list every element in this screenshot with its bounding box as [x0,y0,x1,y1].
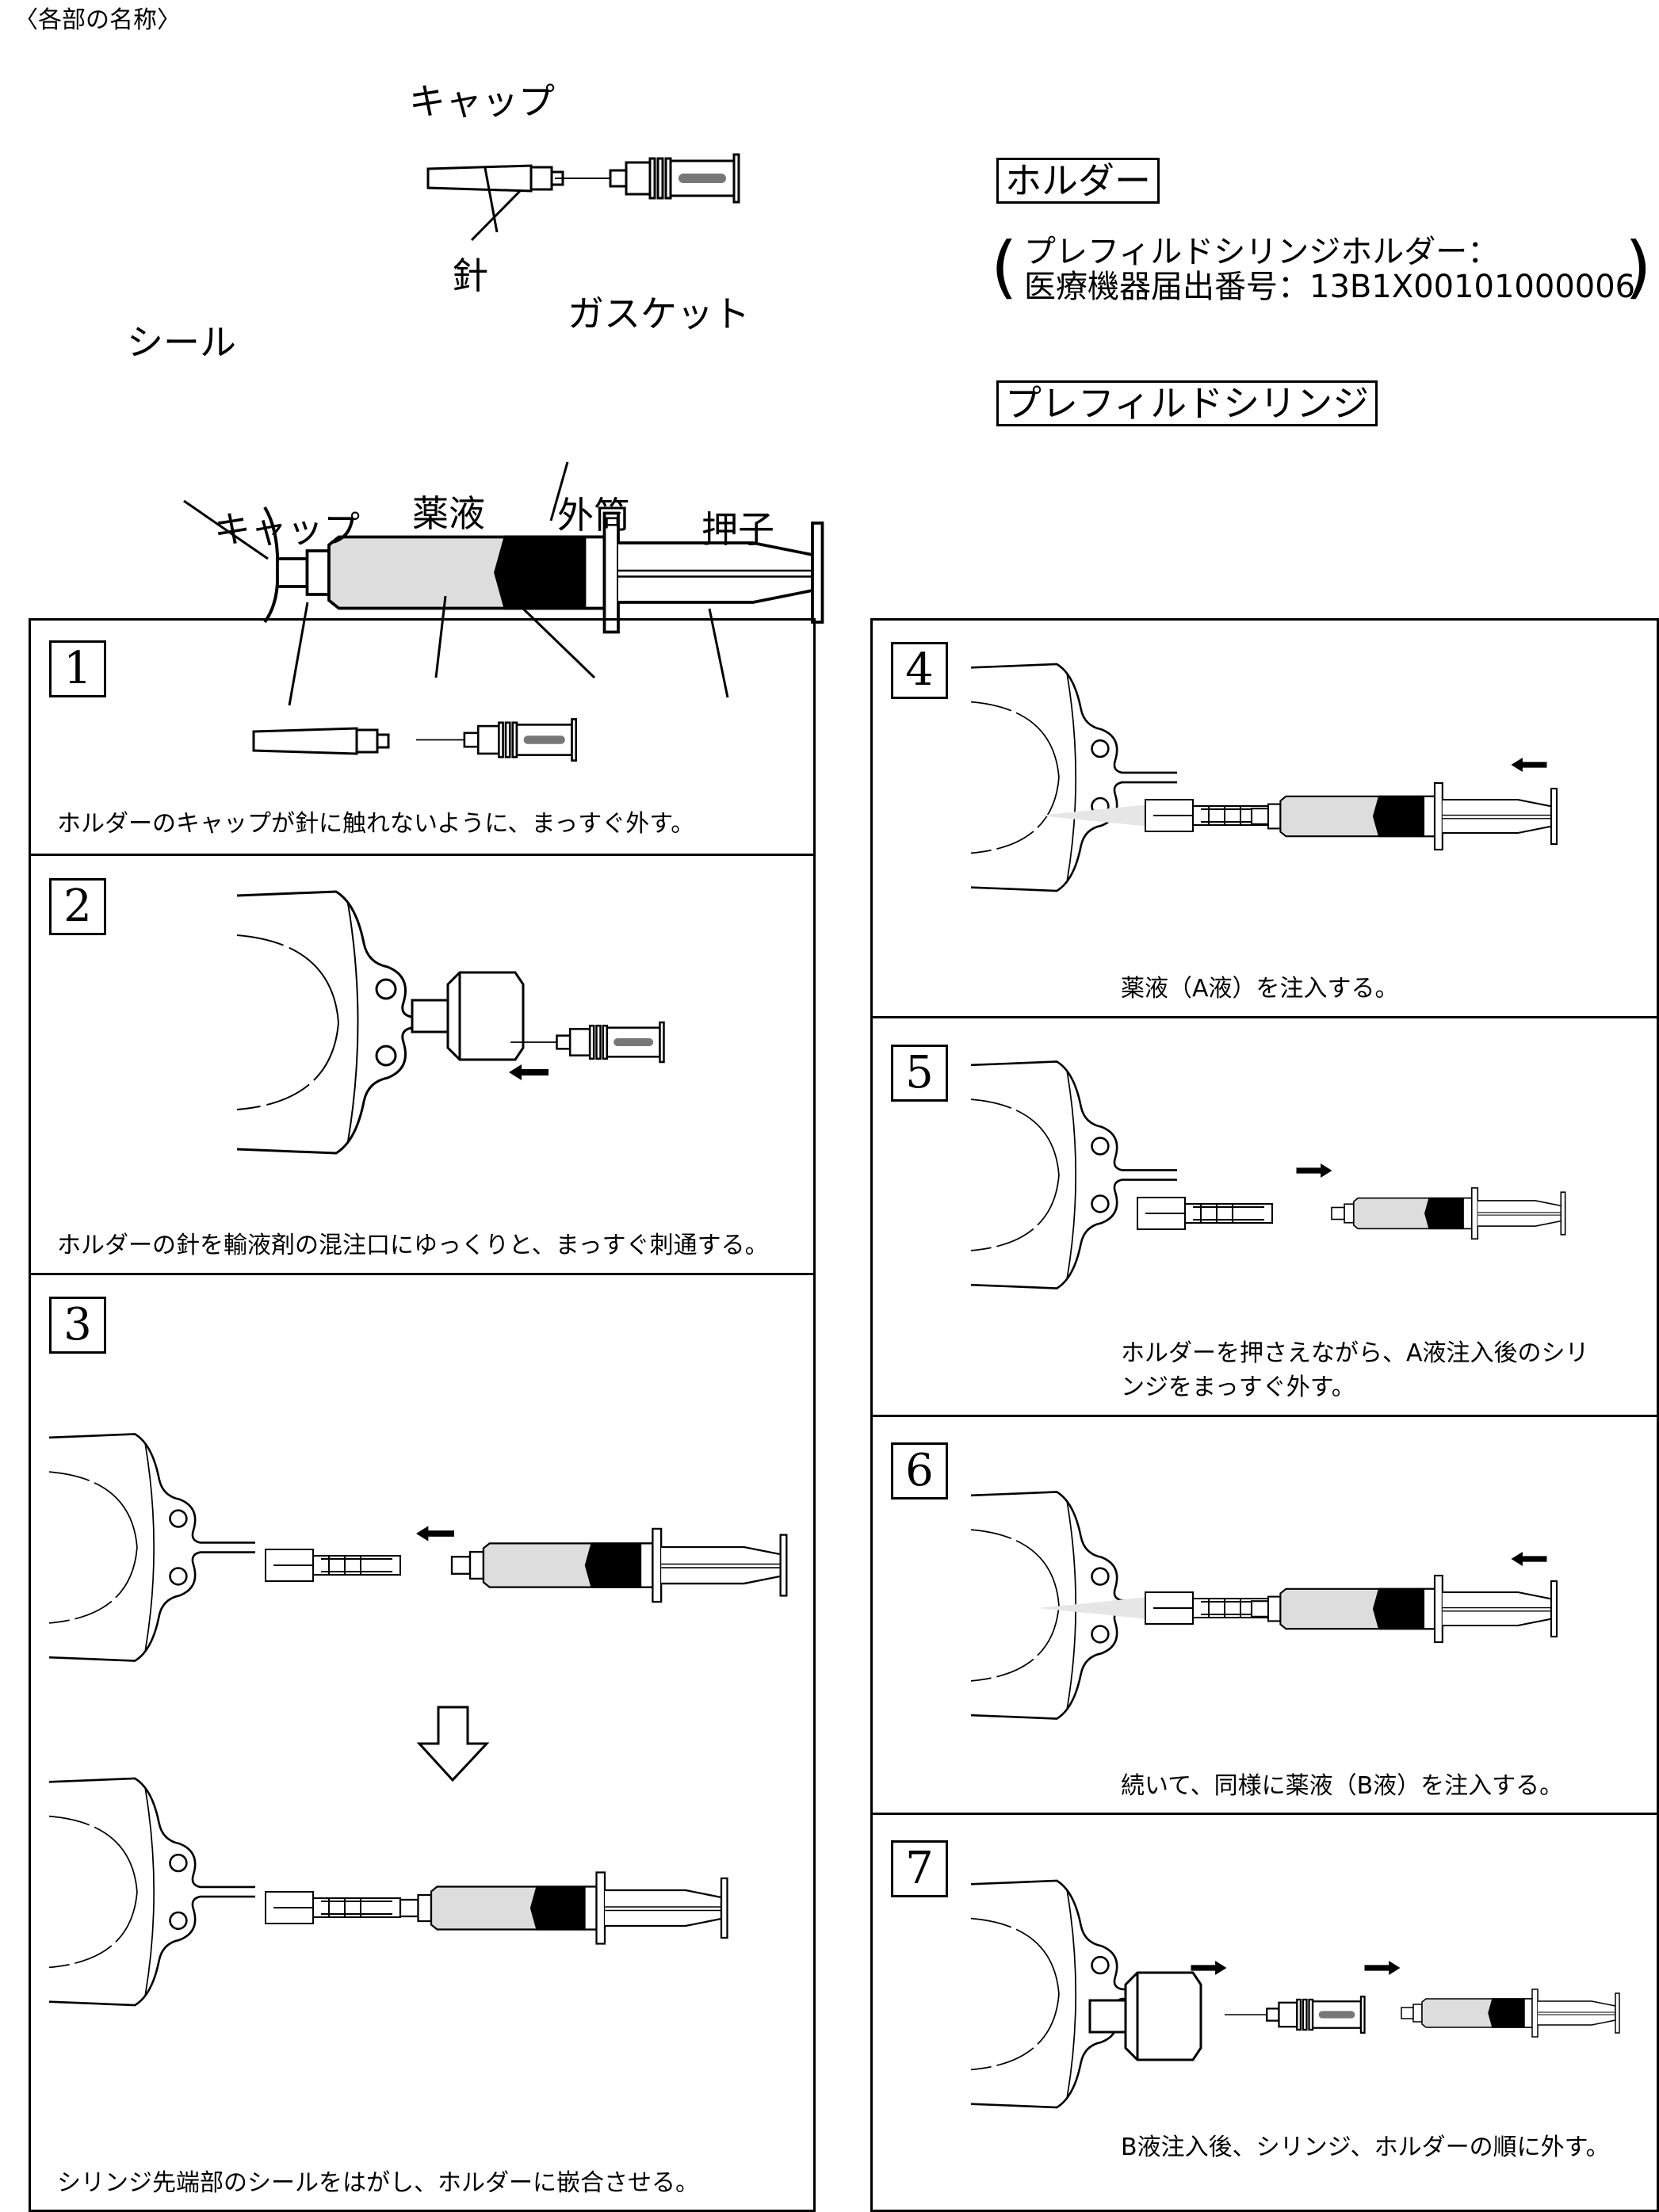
step-7-text: B液注入後、シリンジ、ホルダーの順に外す。 [1121,2134,1610,2161]
step-2-panel [29,854,816,1275]
step-7-panel [870,1813,1659,2212]
label-seal: シール [127,321,236,364]
holder-desc-line2: 医療機器届出番号：13B1X00101000006 [1024,269,1636,305]
label-drug-solution: 薬液 [412,492,485,535]
step-4-number: 4 [891,642,948,699]
label-cap-bottom: キャップ [214,508,360,551]
step-6-drawing [969,1490,1558,1721]
step-2-number: 2 [49,878,106,935]
step-4-panel [870,618,1659,1018]
step-4-text: 薬液（A液）を注入する。 [1121,975,1399,1003]
label-plunger: 押子 [701,508,774,551]
step-6-panel [870,1415,1659,1815]
step-5-text: ホルダーを押さえながら、A液注入後のシリンジをまっすぐ外す。 [1121,1339,1589,1401]
open-paren: ( [991,227,1018,307]
step-2-text: ホルダーの針を輸液剤の混注口にゆっくりと、まっすぐ刺通する。 [57,1232,769,1259]
step-3-number: 3 [49,1297,106,1354]
syringe-label-box: プレフィルドシリンジ [996,380,1378,426]
down-arrow-icon [416,1706,490,1782]
label-gasket: ガスケット [568,292,750,335]
step-6-text: 続いて、同様に薬液（B液）を注入する。 [1121,1772,1564,1800]
step-7-number: 7 [891,1840,948,1897]
close-paren: ) [1625,227,1652,307]
step-3-text: シリンジ先端部のシールをはがし、ホルダーに嵌合させる。 [57,2169,699,2197]
holder-description: プレフィルドシリンジホルダー： 医療機器届出番号：13B1X0010100000… [1024,235,1635,304]
step-1-text: ホルダーのキャップが針に触れないように、まっすぐ外す。 [57,810,695,838]
label-cap-top: キャップ [409,80,555,123]
step-1-number: 1 [49,640,106,697]
label-barrel: 外筒 [557,494,630,537]
holder-label-box: ホルダー [996,158,1160,204]
step-3-drawing [48,1432,788,2007]
step-6-number: 6 [891,1442,948,1499]
holder-desc-line1: プレフィルドシリンジホルダー： [1024,234,1500,270]
step-5-number: 5 [891,1045,948,1102]
step-3-panel [29,1273,816,2212]
section-title: 〈各部の名称〉 [14,6,181,34]
step-4-drawing [969,663,1558,892]
label-needle: 針 [452,254,488,297]
holder-overview-drawing [426,153,740,242]
